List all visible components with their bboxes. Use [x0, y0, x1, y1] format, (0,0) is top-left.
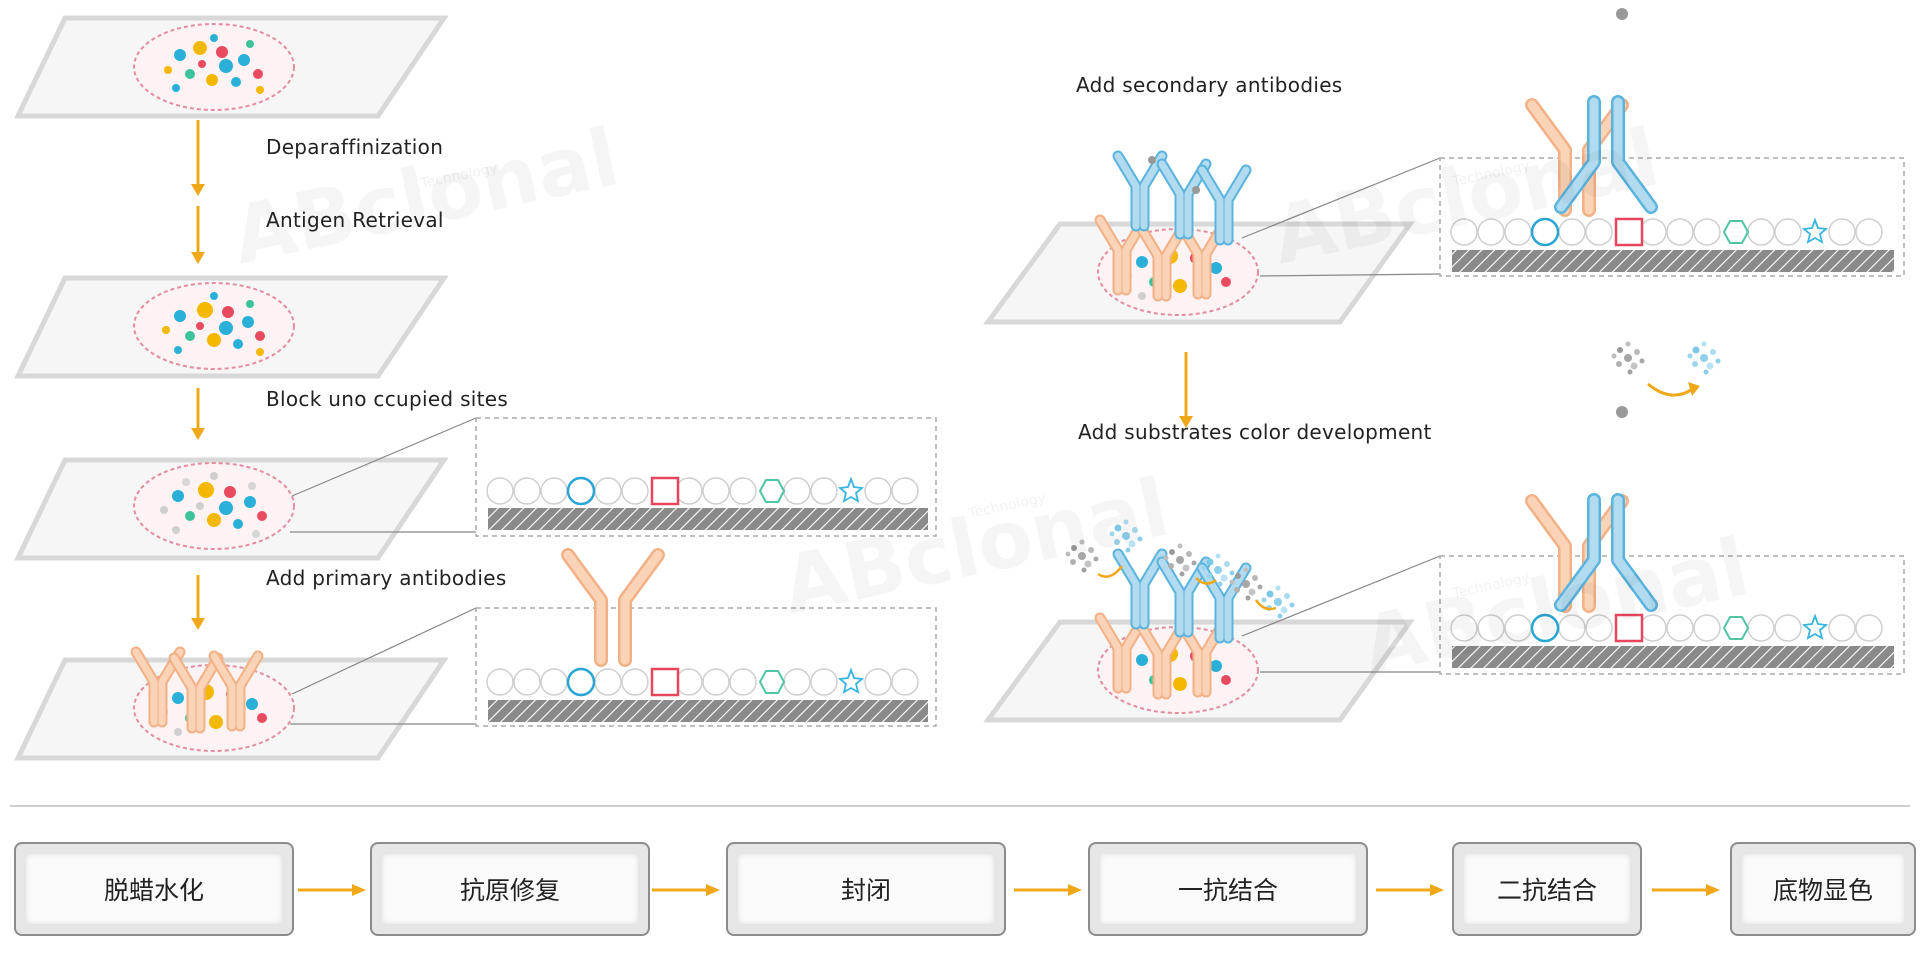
flow-arrows-left — [191, 120, 205, 630]
substrate-reaction-legend — [1611, 341, 1721, 397]
label-antigen-retrieval: Antigen Retrieval — [266, 208, 444, 232]
enzyme-label — [1616, 8, 1628, 20]
workflow-step-3: 封闭 — [726, 842, 1006, 936]
tissue-dots-3 — [160, 472, 267, 538]
tissue-dots-1 — [164, 34, 264, 94]
slide-2 — [14, 275, 449, 379]
label-substrates: Add substrates color development — [1078, 420, 1432, 444]
zoom-box-secondary — [1439, 8, 1905, 277]
secondary-antibody — [1118, 156, 1162, 226]
label-block: Block uno ccupied sites — [266, 387, 509, 411]
workflow-step-5: 二抗结合 — [1452, 842, 1642, 936]
workflow-step-label: 抗原修复 — [459, 876, 560, 905]
enzyme-label — [1616, 406, 1628, 418]
workflow-step-1: 脱蜡水化 — [14, 842, 294, 936]
workflow-step-label: 二抗结合 — [1496, 876, 1597, 905]
workflow-step-label: 封闭 — [840, 876, 891, 905]
workflow-step-6: 底物显色 — [1730, 842, 1916, 936]
label-deparaffinization: Deparaffinization — [266, 135, 444, 159]
flow-arrow-right — [1179, 352, 1193, 428]
slide-1 — [14, 15, 449, 119]
zoom-box-primary — [475, 555, 937, 727]
slide-substrate — [983, 519, 1441, 723]
label-secondary: Add secondary antibodies — [1076, 73, 1343, 97]
workflow-step-4: 一抗结合 — [1088, 842, 1368, 936]
workflow-step-label: 一抗结合 — [1177, 876, 1278, 905]
label-primary: Add primary antibodies — [266, 566, 507, 590]
workflow-arrows — [298, 884, 1720, 896]
workflow-step-label: 底物显色 — [1772, 876, 1873, 905]
workflow-step-2: 抗原修复 — [370, 842, 650, 936]
slide-3 — [14, 417, 477, 561]
slide-4 — [14, 607, 477, 761]
zoom-box-block — [475, 417, 937, 537]
workflow-step-label: 脱蜡水化 — [103, 876, 204, 905]
zoom-box-substrate — [1439, 406, 1905, 675]
tissue-dots-2 — [162, 292, 265, 356]
secondary-antibody — [1118, 554, 1162, 624]
slide-secondary — [983, 156, 1441, 325]
